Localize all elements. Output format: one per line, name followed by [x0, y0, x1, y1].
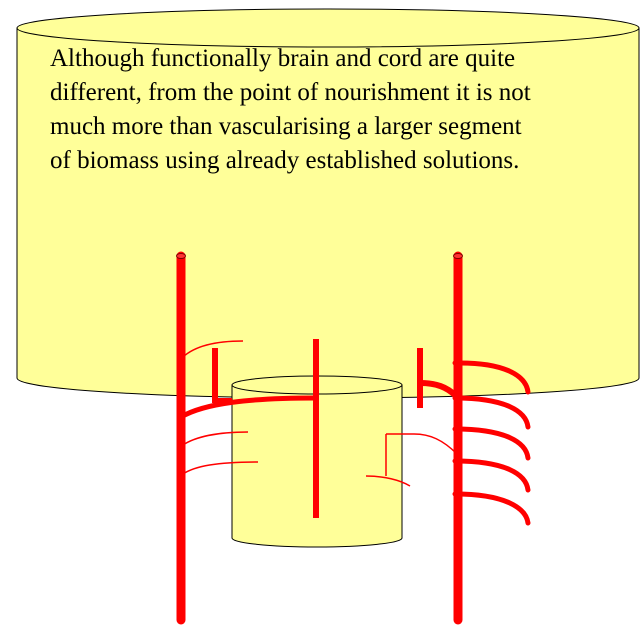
right-small-branch-vessels — [365, 348, 459, 487]
caption-line-3: much more than vascularising a larger se… — [50, 113, 522, 140]
left-branch-vessels — [179, 340, 317, 475]
right-arc-branch-vessels — [452, 360, 531, 526]
caption-line-1: Although functionally brain and cord are… — [50, 45, 516, 72]
caption-line-2: different, from the point of nourishment… — [50, 79, 531, 106]
right-trunk-vessel — [453, 251, 463, 625]
brain-cylinder — [16, 8, 640, 399]
caption-line-4: of biomass using already established sol… — [50, 147, 520, 174]
caption-text: Although functionally brain and cord are… — [50, 42, 610, 178]
left-trunk-vessel — [176, 251, 186, 625]
